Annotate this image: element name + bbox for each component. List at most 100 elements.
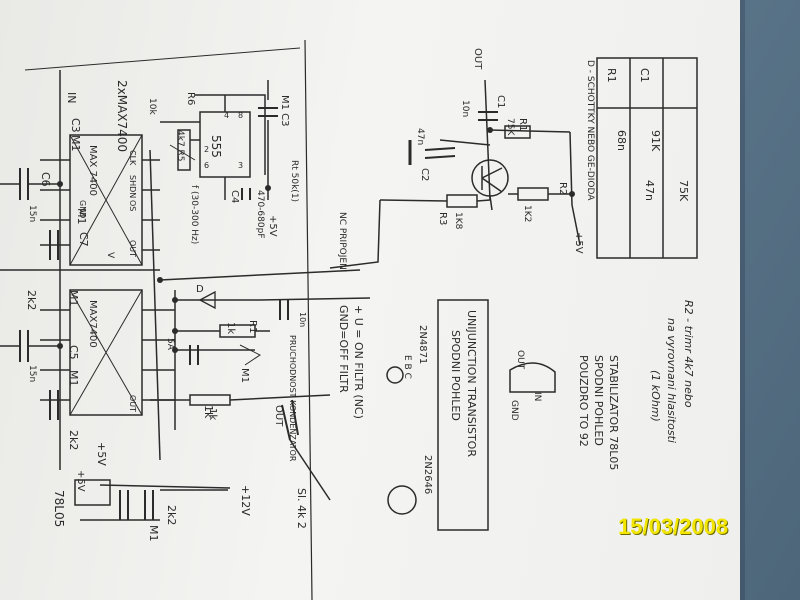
m1-a-label: M1 <box>75 208 88 225</box>
stab-pin-gnd: GND <box>509 400 519 421</box>
c6-value: 15n <box>27 205 37 222</box>
pin-shdn: SHDN <box>128 175 137 198</box>
chip-bottom-label: MAX7400 <box>87 300 98 348</box>
ujt-package-2n2646 <box>387 485 417 515</box>
table-header-c1: C1 <box>638 68 651 83</box>
table-header-r1: R1 <box>605 68 618 83</box>
m1c3-label: M1 C3 <box>279 95 290 127</box>
r1-mid-label: R1 <box>247 320 258 333</box>
pin-out-b: OUT <box>128 395 137 412</box>
stab-title: STABILIZATOR 78L05 <box>607 355 620 470</box>
stab-sub: SPODNI POHLED <box>592 355 605 446</box>
plus5v-b: +5V <box>75 470 86 492</box>
r2-label: R2 <box>557 182 568 195</box>
val-470: 470-680pF <box>255 190 265 239</box>
in-label: IN <box>65 92 78 103</box>
r3-label: R3 <box>437 212 448 225</box>
pin-4: 4 <box>224 111 229 120</box>
r1-right-value: 75K <box>505 118 515 136</box>
ujt-ebc: E B C <box>402 355 412 379</box>
max7400-chip-top <box>69 134 143 266</box>
freq-label: f (30-300 Hz) <box>189 185 199 244</box>
r2-note-labels: R2 - trimr 4k7 nebo na vyrovnani hlasito… <box>649 300 695 443</box>
out-note: OUT <box>273 405 284 427</box>
resistor-r2 <box>517 187 549 201</box>
right-plus5v: +5V <box>573 232 584 254</box>
c-label: 5A <box>165 338 175 351</box>
table-cell-c1-2: 47n <box>643 180 656 201</box>
nc-note: NC PRIPOJENI <box>337 212 347 272</box>
r1-right-label: R1 <box>517 118 528 131</box>
val-15n-b: 15n <box>27 365 37 382</box>
val-10n: 10n <box>298 312 307 327</box>
c5-label: C5 <box>67 345 80 360</box>
rt-label: Rt 50k(1) <box>289 160 299 202</box>
r6-label: R6 <box>185 92 196 105</box>
to92-package <box>509 362 556 393</box>
mid-labels: D R1 1k 10n M1 5A 1k + U = ON FILTR (NC)… <box>165 284 365 529</box>
r2-note-1: R2 - trimr 4k7 nebo <box>682 300 695 408</box>
m1-b-label: M1 <box>67 290 80 307</box>
ujt-package-2n4871 <box>386 366 404 384</box>
pin-clk: CLK <box>128 150 137 166</box>
r3-value: 1K8 <box>453 212 463 230</box>
r2-note-2: na vyrovnani hlasitosti <box>665 318 678 443</box>
r-2k2-a: 2k2 <box>25 290 38 310</box>
ujt-label-box <box>437 299 489 531</box>
resistor-r3 <box>446 194 478 208</box>
stabilizer-labels: STABILIZATOR 78L05 SPODNI POHLED POUZDRO… <box>509 350 620 470</box>
top-edge-line <box>24 47 301 71</box>
osc-plus5v: +5V <box>267 215 278 237</box>
pin-2: 2 <box>204 145 209 154</box>
out-label: OUT <box>472 48 483 70</box>
schematic-wires <box>0 39 698 600</box>
table-cell-r1-1: 91K <box>649 130 662 152</box>
resistor-r1-75k <box>504 125 531 139</box>
c1-value: 10n <box>460 100 470 117</box>
p-note: PRUCHODNOST KONDENZATOR <box>288 335 297 462</box>
pin-3: 3 <box>238 161 243 170</box>
ujt-sub: SPODNI POHLED <box>449 330 462 421</box>
c4-label: C4 <box>229 190 240 203</box>
u-note: + U = ON FILTR (NC) <box>352 305 365 419</box>
left-bus-2 <box>149 149 161 461</box>
stab-pkg: POUZDRO TO 92 <box>577 355 590 447</box>
pin-out-a: OUT <box>128 240 137 257</box>
regulator-label: 78L05 <box>52 490 66 527</box>
c1-label: C1 <box>495 95 506 108</box>
c2-value: 47n <box>415 128 425 145</box>
out-wire <box>484 79 491 201</box>
c3-label: C3 <box>69 118 82 133</box>
ujt-title: UNIJUNCTION TRANSISTOR <box>465 310 478 457</box>
pin-8: 8 <box>238 111 243 120</box>
left-labels: IN 2xMAX7400 MAX 7400 MAX7400 C6 15n C7 … <box>25 80 252 542</box>
v-label: V <box>105 252 115 259</box>
diode-label: D <box>196 284 204 295</box>
c7-label: C7 <box>77 232 90 247</box>
c2-label: C2 <box>419 168 430 181</box>
stab-pin-in: IN <box>532 392 542 401</box>
junction-dots <box>57 127 575 353</box>
table-cell-r1-2: 75K <box>677 180 690 202</box>
diode-note: D - SCHOTTKY NEBO GE-DIODA <box>585 60 595 201</box>
gnd-note: GND=OFF FILTR <box>337 305 350 393</box>
pin-labels: CLK SHDN GND OS OUT OUT <box>78 150 137 412</box>
photo-date-stamp: 15/03/2008 <box>618 514 729 539</box>
section-divider <box>304 39 313 600</box>
r10k-label: 10k <box>147 98 157 115</box>
one-k-label: 1k <box>202 405 215 419</box>
chip-top-label: MAX 7400 <box>87 145 98 196</box>
r6-value: 4k7 R5 <box>175 130 185 162</box>
paper-sheet <box>0 0 740 600</box>
resistor-1k <box>189 394 231 406</box>
stab-pin-out: OUT <box>515 350 525 370</box>
plus5v-a: +5V <box>95 442 108 466</box>
component-table-text: R1 C1 91K 68n 75K 47n <box>605 68 690 202</box>
max-label: 2xMAX7400 <box>115 80 129 152</box>
m1-d-label: M1 <box>69 135 82 152</box>
sluchatko-label: Sl. 4k 2 <box>295 488 308 529</box>
component-table <box>596 57 698 259</box>
regulator-78l05 <box>74 479 111 506</box>
cap-2k2-label: 2k2 <box>165 505 178 525</box>
